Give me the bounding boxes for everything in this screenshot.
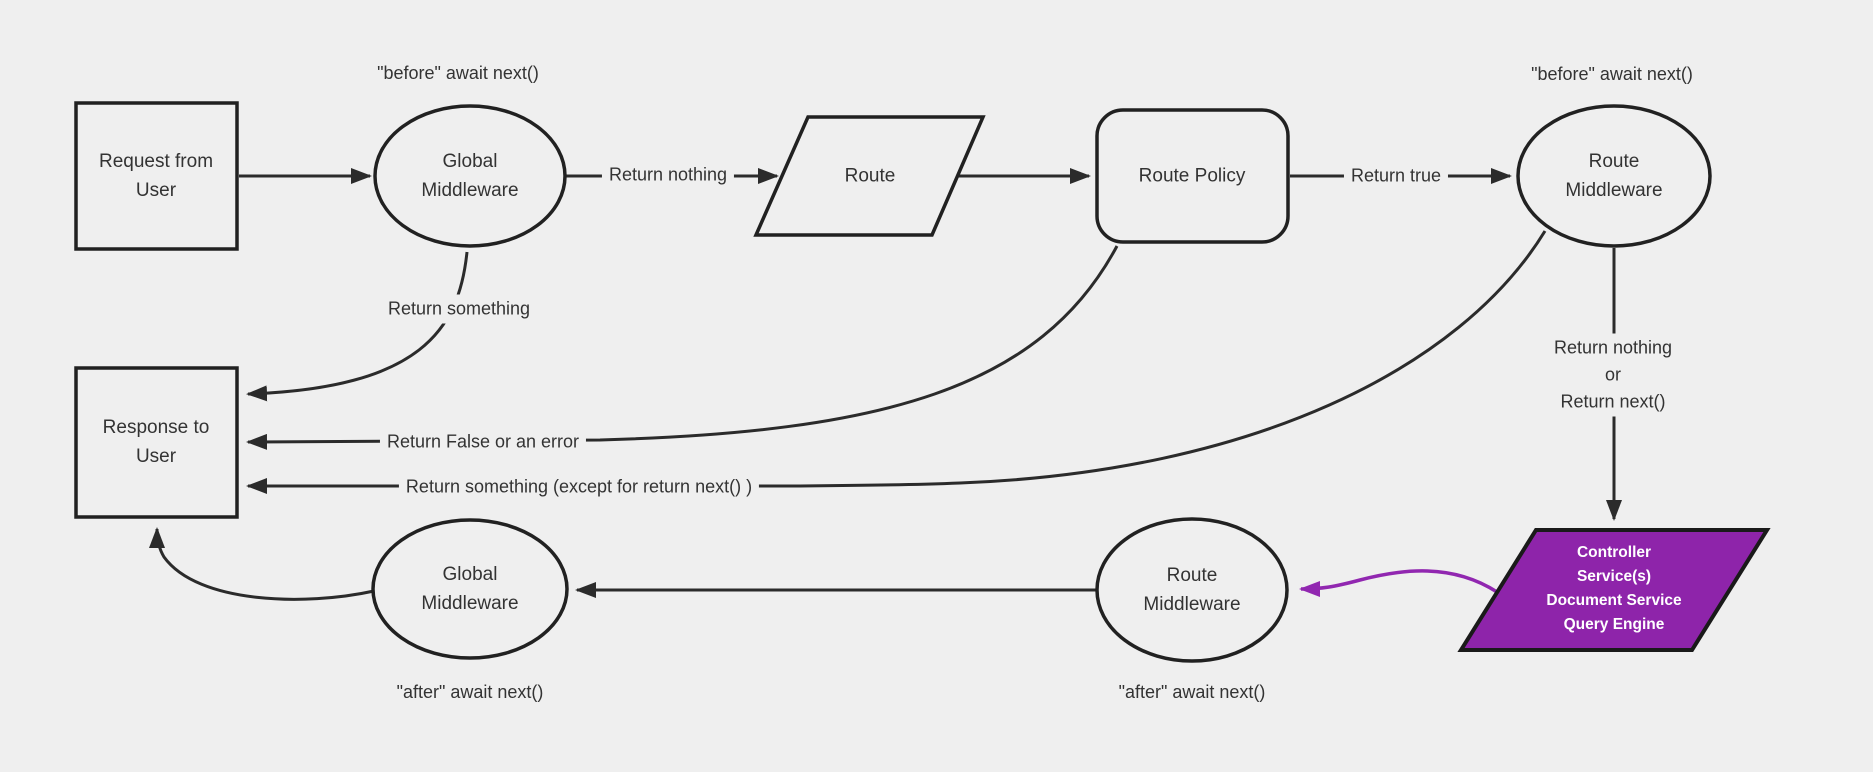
route-middleware-top-node-label: Route Middleware <box>1565 151 1663 201</box>
edge-label-return-nothing: Return nothing <box>601 160 735 190</box>
edge-label-return-something: Return something <box>380 294 538 324</box>
route-policy-node-shape <box>1095 108 1290 244</box>
global-middleware-bottom-node-shape <box>371 518 569 660</box>
edge-label-return-except: Return something (except for return next… <box>398 472 760 502</box>
annotation-before-left: "before" await next() <box>377 63 539 83</box>
global-middleware-top-node-label: Global Middleware <box>421 151 519 201</box>
route-node-shape <box>753 115 986 237</box>
annotation-after-left: "after" await next() <box>396 682 544 702</box>
annotation-before-right: "before" await next() <box>1531 64 1693 84</box>
edge-label-return-nothing-or-next: Return nothing or Return next() <box>1546 333 1680 417</box>
controller-node-label: Controller Service(s) Document Service Q… <box>1546 544 1682 633</box>
annotation-after-right: "after" await next() <box>1118 682 1266 702</box>
edge-label-return-true: Return true <box>1343 161 1449 191</box>
route-node-label: Route <box>844 165 896 187</box>
global-middleware-top-node-shape <box>373 104 567 248</box>
edge-route-policy-to-response <box>246 245 1119 450</box>
route-policy-node-label: Route Policy <box>1138 165 1246 187</box>
route-middleware-top-node-shape <box>1516 104 1712 248</box>
request-node-shape <box>74 101 239 251</box>
edge-global-middleware-to-response <box>246 251 469 402</box>
controller-node-shape <box>1457 528 1771 652</box>
route-middleware-bottom-node-label: Route Middleware <box>1143 565 1241 615</box>
response-node-label: Response to User <box>102 417 210 467</box>
route-middleware-bottom-node-shape <box>1095 517 1289 663</box>
response-node-shape <box>74 366 239 519</box>
request-node-label: Request from User <box>98 151 214 201</box>
edge-global-middleware-bottom-to-response <box>149 527 375 601</box>
global-middleware-bottom-node-label: Global Middleware <box>421 564 519 614</box>
edge-label-return-false: Return False or an error <box>379 427 587 457</box>
edge-controller-to-route-middleware-bottom <box>1299 569 1498 597</box>
